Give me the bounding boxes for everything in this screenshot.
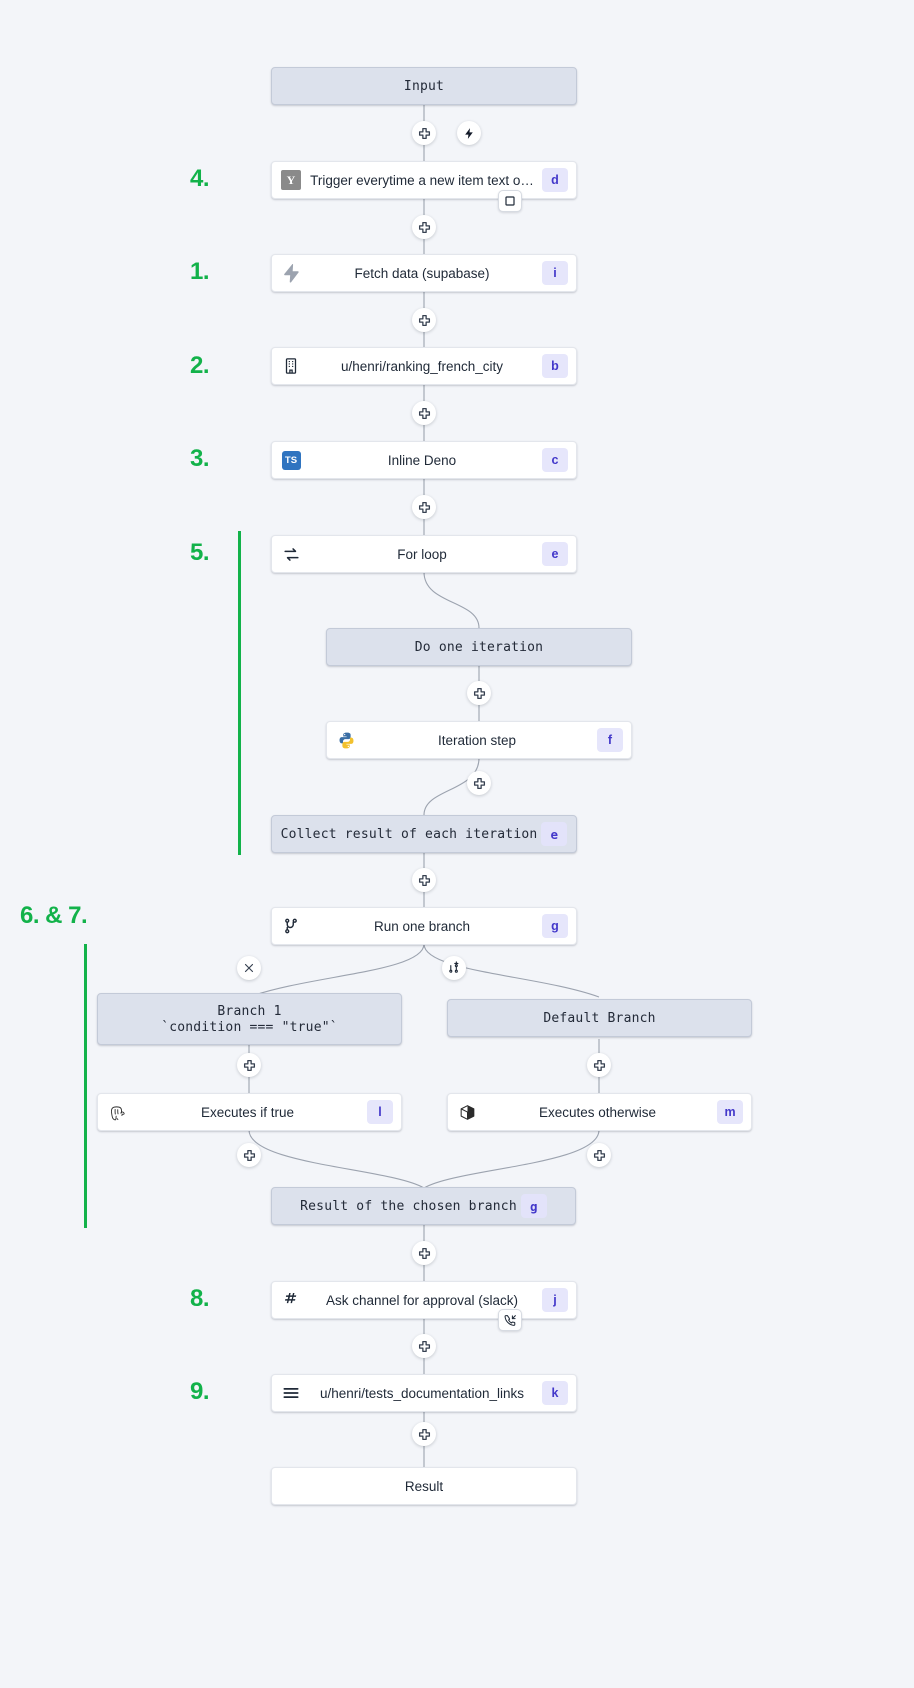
node-iteration-step-label: Iteration step (437, 732, 517, 748)
close-x-icon[interactable] (237, 956, 261, 980)
node-tests-documentation-links[interactable]: u/henri/tests_documentation_links k (271, 1374, 577, 1412)
node-executes-otherwise-label: Executes otherwise (538, 1104, 657, 1120)
node-tests-documentation-links-badge: k (542, 1381, 568, 1405)
node-ranking-french-city-label: u/henri/ranking_french_city (340, 358, 504, 374)
yaml-y-icon: Y (280, 169, 302, 191)
step-number-5: 5. (190, 539, 210, 566)
step-number-2: 2. (190, 352, 210, 379)
step-number-4: 4. (190, 165, 210, 192)
step-number-1: 1. (190, 258, 210, 285)
add-step-handle[interactable] (412, 1334, 436, 1358)
node-inline-deno-label: Inline Deno (387, 452, 457, 468)
add-step-handle[interactable] (412, 401, 436, 425)
node-ask-channel-approval[interactable]: Ask channel for approval (slack) j (271, 1281, 577, 1319)
branch-icon (280, 915, 302, 937)
node-do-one-iteration-label: Do one iteration (414, 639, 544, 655)
node-ranking-french-city-badge: b (542, 354, 568, 378)
add-step-handle[interactable] (412, 215, 436, 239)
node-executes-otherwise[interactable]: Executes otherwise m (447, 1093, 752, 1131)
node-branch-1-label: Branch 1 (217, 1003, 282, 1019)
node-collect-result[interactable]: Collect result of each iteration e (271, 815, 577, 853)
node-inline-deno[interactable]: TS Inline Deno c (271, 441, 577, 479)
node-result[interactable]: Result (271, 1467, 577, 1505)
node-ask-channel-approval-badge: j (542, 1288, 568, 1312)
node-trigger-label: Trigger everytime a new item text o… (310, 172, 534, 188)
loop-group-bar (238, 531, 241, 855)
supabase-bolt-icon (280, 262, 302, 284)
node-fetch-data-label: Fetch data (supabase) (354, 265, 490, 281)
node-result-label: Result (404, 1478, 444, 1494)
node-fetch-data-badge: i (542, 261, 568, 285)
node-run-one-branch-label: Run one branch (373, 918, 471, 934)
deno-icon (456, 1101, 478, 1123)
node-trigger-badge: d (542, 168, 568, 192)
add-step-handle[interactable] (467, 771, 491, 795)
phone-incoming-icon[interactable] (498, 1309, 522, 1331)
add-step-handle[interactable] (237, 1053, 261, 1077)
square-chip-icon[interactable] (498, 190, 522, 212)
add-step-handle[interactable] (237, 1143, 261, 1167)
slack-icon (280, 1289, 302, 1311)
node-fetch-data[interactable]: Fetch data (supabase) i (271, 254, 577, 292)
step-number-9: 9. (190, 1378, 210, 1405)
node-result-chosen-branch-badge: g (520, 1194, 547, 1218)
node-tests-documentation-links-label: u/henri/tests_documentation_links (319, 1385, 525, 1401)
node-run-one-branch[interactable]: Run one branch g (271, 907, 577, 945)
node-ask-channel-approval-label: Ask channel for approval (slack) (325, 1292, 519, 1308)
node-default-branch[interactable]: Default Branch (447, 999, 752, 1037)
typescript-icon: TS (280, 449, 302, 471)
node-for-loop-badge: e (542, 542, 568, 566)
add-step-handle[interactable] (587, 1053, 611, 1077)
node-input-label: Input (403, 78, 445, 94)
postgres-icon (106, 1101, 128, 1123)
node-branch-1-condition: `condition === "true"` (161, 1019, 338, 1035)
loop-icon (280, 543, 302, 565)
node-result-chosen-branch-label: Result of the chosen branch (300, 1198, 517, 1214)
node-iteration-step[interactable]: Iteration step f (326, 721, 632, 759)
branch-group-bar (84, 944, 87, 1228)
node-result-chosen-branch[interactable]: Result of the chosen branch g (271, 1187, 576, 1225)
python-icon (335, 729, 357, 751)
node-branch-1[interactable]: Branch 1 `condition === "true"` (97, 993, 402, 1045)
step-number-3: 3. (190, 445, 210, 472)
node-trigger[interactable]: Y Trigger everytime a new item text o… d (271, 161, 577, 199)
node-inline-deno-badge: c (542, 448, 568, 472)
add-step-handle[interactable] (412, 1241, 436, 1265)
add-step-handle[interactable] (412, 308, 436, 332)
node-for-loop[interactable]: For loop e (271, 535, 577, 573)
node-executes-otherwise-badge: m (717, 1100, 743, 1124)
add-step-handle[interactable] (587, 1143, 611, 1167)
node-collect-result-label: Collect result of each iteration (280, 826, 538, 842)
add-branch-icon[interactable] (442, 956, 466, 980)
node-ranking-french-city[interactable]: u/henri/ranking_french_city b (271, 347, 577, 385)
node-input[interactable]: Input (271, 67, 577, 105)
step-number-6-7: 6. & 7. (20, 902, 88, 929)
add-step-handle[interactable] (412, 495, 436, 519)
node-for-loop-label: For loop (397, 546, 447, 562)
add-step-handle[interactable] (412, 868, 436, 892)
node-run-one-branch-badge: g (542, 914, 568, 938)
add-step-handle[interactable] (412, 121, 436, 145)
lightning-trigger-handle[interactable] (457, 121, 481, 145)
node-executes-if-true-badge: l (367, 1100, 393, 1124)
node-iteration-step-badge: f (597, 728, 623, 752)
node-executes-if-true-label: Executes if true (200, 1104, 295, 1120)
node-do-one-iteration[interactable]: Do one iteration (326, 628, 632, 666)
building-icon (280, 355, 302, 377)
add-step-handle[interactable] (467, 681, 491, 705)
node-executes-if-true[interactable]: Executes if true l (97, 1093, 402, 1131)
node-collect-result-badge: e (541, 822, 568, 846)
step-number-8: 8. (190, 1285, 210, 1312)
add-step-handle[interactable] (412, 1422, 436, 1446)
node-default-branch-label: Default Branch (543, 1010, 656, 1026)
bash-menu-icon (280, 1382, 302, 1404)
